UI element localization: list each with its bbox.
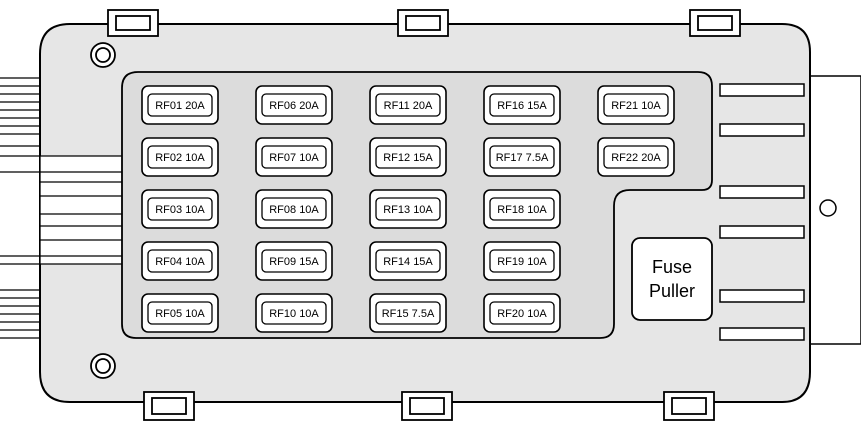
fuses-group: RF01 20A RF02 10A RF03 10A RF04 10A RF05 10A…: [141, 85, 675, 333]
fuse-label: RF11 20A: [384, 100, 433, 112]
fuse[interactable]: RF21 10A: [597, 85, 675, 125]
fuse[interactable]: RF15 7.5A: [369, 293, 447, 333]
fuse-label: RF09 15A: [269, 256, 319, 268]
fuse-label-frame: [261, 93, 327, 117]
fuse-label-frame: [489, 197, 555, 221]
fuse-label: RF20 10A: [497, 308, 547, 320]
fuse[interactable]: RF05 10A: [141, 293, 219, 333]
fuse-puller-label-line2: Puller: [649, 281, 695, 301]
fuse[interactable]: RF09 15A: [255, 241, 333, 281]
bottom-mounting-tabs: [143, 391, 715, 421]
left-wiring-harness: [0, 77, 42, 339]
fuse[interactable]: RF14 15A: [369, 241, 447, 281]
mounting-holes: [90, 42, 116, 379]
fuse[interactable]: RF22 20A: [597, 137, 675, 177]
right-mounting-hole-icon: [819, 199, 837, 217]
fuse-label: RF08 10A: [269, 204, 319, 216]
fuse[interactable]: RF16 15A: [483, 85, 561, 125]
fuse-label-frame: [147, 93, 213, 117]
fuse-label-frame: [147, 197, 213, 221]
fuse-label: RF17 7.5A: [496, 152, 549, 164]
fuse[interactable]: RF20 10A: [483, 293, 561, 333]
fuse-label-frame: [489, 93, 555, 117]
fuse-label: RF12 15A: [383, 152, 433, 164]
fuse-label: RF15 7.5A: [382, 308, 435, 320]
fuse[interactable]: RF01 20A: [141, 85, 219, 125]
fuse-label-frame: [489, 249, 555, 273]
fuse-label-frame: [375, 145, 441, 169]
fuse-label-frame: [147, 145, 213, 169]
right-terminals: [719, 83, 805, 341]
fuse[interactable]: RF10 10A: [255, 293, 333, 333]
fuse-label: RF18 10A: [497, 204, 547, 216]
fuse-label: RF10 10A: [269, 308, 319, 320]
fuse-puller[interactable]: Fuse Puller: [631, 237, 713, 321]
fuse[interactable]: RF02 10A: [141, 137, 219, 177]
fuse-label: RF07 10A: [269, 152, 319, 164]
fuse[interactable]: RF13 10A: [369, 189, 447, 229]
fuse[interactable]: RF18 10A: [483, 189, 561, 229]
fuse-label: RF19 10A: [497, 256, 547, 268]
fuse-label: RF22 20A: [611, 152, 661, 164]
fuse[interactable]: RF12 15A: [369, 137, 447, 177]
fuse[interactable]: RF04 10A: [141, 241, 219, 281]
fuse-label-frame: [261, 301, 327, 325]
fuse-label: RF05 10A: [155, 308, 205, 320]
fuse-label: RF14 15A: [383, 256, 433, 268]
fuse-label-frame: [147, 301, 213, 325]
fuse-label: RF21 10A: [611, 100, 661, 112]
fuse[interactable]: RF11 20A: [369, 85, 447, 125]
fuse-label-frame: [261, 197, 327, 221]
fuse-label-frame: [375, 93, 441, 117]
fuse-label: RF01 20A: [155, 100, 205, 112]
fuse[interactable]: RF19 10A: [483, 241, 561, 281]
top-mounting-tabs: [107, 9, 741, 37]
fuse-label: RF03 10A: [155, 204, 205, 216]
fuse[interactable]: RF03 10A: [141, 189, 219, 229]
left-harness-middle: [0, 155, 122, 265]
fuse-puller-label-line1: Fuse: [652, 257, 692, 277]
fuse-label-frame: [375, 301, 441, 325]
fuse-label-frame: [489, 301, 555, 325]
fuse-label-frame: [261, 145, 327, 169]
fuse-label: RF04 10A: [155, 256, 205, 268]
fuse[interactable]: RF08 10A: [255, 189, 333, 229]
fuse-label: RF16 15A: [497, 100, 547, 112]
fuse-label-frame: [489, 145, 555, 169]
fuse[interactable]: RF06 20A: [255, 85, 333, 125]
fuse-label-frame: [603, 145, 669, 169]
fuse[interactable]: RF07 10A: [255, 137, 333, 177]
fuse-label: RF02 10A: [155, 152, 205, 164]
fuse-label-frame: [603, 93, 669, 117]
fuse-label-frame: [375, 249, 441, 273]
fuse-label: RF13 10A: [383, 204, 433, 216]
fuse-label-frame: [375, 197, 441, 221]
fuse[interactable]: RF17 7.5A: [483, 137, 561, 177]
fuse-label-frame: [261, 249, 327, 273]
fuse-label: RF06 20A: [269, 100, 319, 112]
fuse-label-frame: [147, 249, 213, 273]
